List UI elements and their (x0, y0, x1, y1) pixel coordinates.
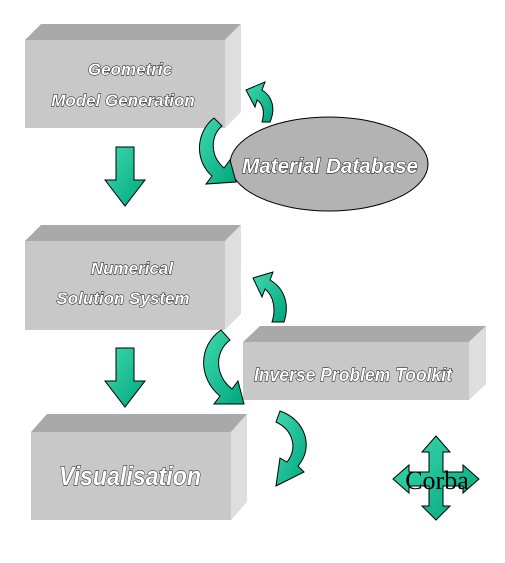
inverse-toolkit-box: Inverse Problem Toolkit (243, 326, 486, 400)
numerical-solution-box: Numerical Solution System (25, 225, 241, 330)
numerical-solution-label-line1: Numerical (91, 259, 174, 278)
visualisation-box: Visualisation (31, 414, 247, 520)
geometric-model-box: Geometric Model Generation (25, 24, 241, 128)
curved-arrow-toolkit-to-visualisation (275, 410, 307, 487)
material-database-ellipse: Material Database (229, 116, 429, 212)
curved-arrow-model-to-database (199, 117, 237, 185)
inverse-toolkit-label: Inverse Problem Toolkit (254, 365, 453, 385)
corba-four-way-arrow-icon (392, 435, 480, 521)
curved-arrow-numerical-to-toolkit (203, 329, 245, 405)
curved-arrow-database-to-model (245, 81, 274, 123)
material-database-label: Material Database (242, 155, 418, 178)
geometric-model-label-line1: Geometric (88, 60, 173, 79)
down-arrow-numerical-to-visualisation (103, 347, 147, 408)
curved-arrow-toolkit-to-numerical (252, 271, 287, 323)
geometric-model-label-line2: Model Generation (51, 91, 195, 110)
down-arrow-geometric-to-numerical (103, 146, 147, 207)
numerical-solution-label-line2: Solution System (56, 289, 189, 308)
corba-label: Corba (405, 466, 469, 495)
visualisation-label: Visualisation (59, 461, 201, 491)
